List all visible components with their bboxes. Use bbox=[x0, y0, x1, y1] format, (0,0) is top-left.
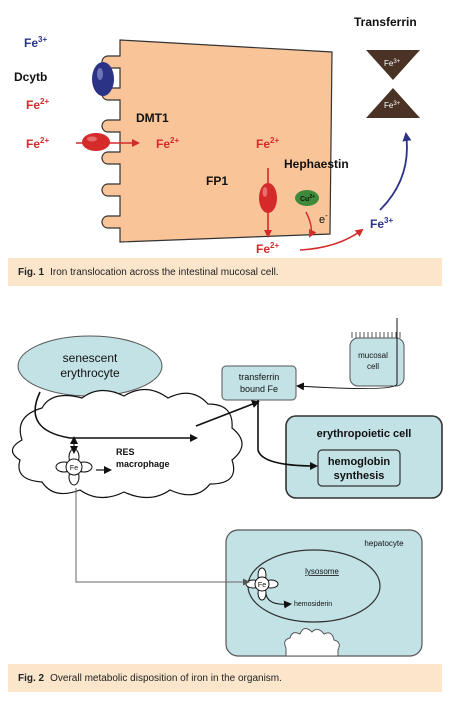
fe3-right-label: Fe3+ bbox=[370, 216, 393, 231]
erythrocyte-to-macrophage-arrow bbox=[34, 391, 198, 442]
res-line2: macrophage bbox=[116, 459, 170, 469]
fig2-caption-text: Overall metabolic disposition of iron in… bbox=[50, 673, 282, 684]
dcytb-transporter bbox=[92, 62, 114, 96]
transferrin-fe-lower-label: Fe3+ bbox=[384, 101, 401, 110]
fe2-bottom-label: Fe2+ bbox=[256, 241, 279, 256]
transferrin-line1: transferrin bbox=[239, 372, 280, 382]
transferrin-bound-fe-box bbox=[221, 365, 297, 401]
fe2-inside-label: Fe2+ bbox=[156, 136, 179, 151]
mucosal-cell: mucosal cell bbox=[349, 332, 405, 387]
senescent-line2: erythrocyte bbox=[60, 366, 120, 380]
fe-ferritin-cluster: Fe bbox=[55, 448, 93, 486]
dcytb-label: Dcytb bbox=[14, 70, 47, 84]
hephaestin-label: Hephaestin bbox=[284, 157, 349, 171]
dmt1-label: DMT1 bbox=[136, 111, 169, 125]
mucosal-to-transferrin-arrow bbox=[296, 318, 398, 391]
fig2-caption: Fig. 2 Overall metabolic disposition of i… bbox=[18, 673, 282, 684]
oxidation-arrow bbox=[299, 228, 364, 251]
fe-lysosome-cluster: Fe bbox=[245, 567, 279, 601]
fe3-top-label: Fe3+ bbox=[24, 35, 47, 50]
fig1-caption-number: Fig. 1 bbox=[18, 267, 45, 278]
fig1-diagram: Fe3+ Dcytb Fe2+ DMT1 Fe2+ Fe2+ Fe2+ FP1 … bbox=[14, 15, 420, 256]
hemosiderin-label: hemosiderin bbox=[294, 601, 332, 608]
mucosal-line2: cell bbox=[367, 362, 379, 371]
fig1-caption: Fig. 1 Iron translocation across the inte… bbox=[18, 267, 279, 278]
fe-cloud-label: Fe bbox=[70, 465, 78, 472]
fe-to-hemosiderin-arrow bbox=[265, 593, 292, 609]
fe2-after-dcytb-label: Fe2+ bbox=[26, 97, 49, 112]
res-line1: RES bbox=[116, 447, 135, 457]
transferrin-label: Transferrin bbox=[354, 15, 417, 29]
hephaestin-protein bbox=[295, 190, 319, 206]
transferrin-line2: bound Fe bbox=[240, 384, 278, 394]
fig1-caption-text: Iron translocation across the intestinal… bbox=[50, 267, 279, 278]
transferrin-loading-arrow bbox=[379, 132, 412, 211]
hemoglobin-line1: hemoglobin bbox=[328, 456, 391, 468]
hemoglobin-line2: synthesis bbox=[334, 470, 385, 482]
transferrin-molecule bbox=[366, 50, 420, 118]
fig1-caption-box bbox=[8, 258, 442, 286]
cu-label: Cu2+ bbox=[300, 194, 315, 203]
macrophage-to-hepatocyte-line bbox=[75, 488, 250, 586]
fe2-left-label: Fe2+ bbox=[26, 136, 49, 151]
fp1-label: FP1 bbox=[206, 174, 228, 188]
electron-arrow bbox=[305, 211, 317, 238]
electron-label: e- bbox=[319, 211, 328, 226]
lysosome-label: lysosome bbox=[305, 567, 339, 576]
dmt1-transporter bbox=[82, 133, 110, 151]
macrophage-to-transferrin-arrow bbox=[195, 400, 260, 427]
hepatocyte-label: hepatocyte bbox=[364, 539, 404, 548]
fe-lysosome-label: Fe bbox=[258, 582, 266, 589]
hemoglobin-synthesis-box bbox=[317, 449, 401, 487]
senescent-line1: senescent bbox=[63, 351, 118, 365]
transferrin-fe-upper-label: Fe3+ bbox=[384, 59, 401, 68]
intestinal-mucosal-cell bbox=[101, 39, 333, 243]
fig2-diagram: senescent erythrocyte mucosal cell trans… bbox=[11, 318, 443, 657]
res-macrophage-cloud bbox=[11, 388, 243, 499]
transferrin-to-hemoglobin-arrow bbox=[257, 400, 318, 470]
fig2-caption-box bbox=[8, 664, 442, 692]
erythropoietic-label: erythropoietic cell bbox=[317, 428, 412, 440]
fig2-caption-number: Fig. 2 bbox=[18, 673, 45, 684]
fe2-fp1-label: Fe2+ bbox=[256, 136, 279, 151]
mucosal-line1: mucosal bbox=[358, 351, 388, 360]
